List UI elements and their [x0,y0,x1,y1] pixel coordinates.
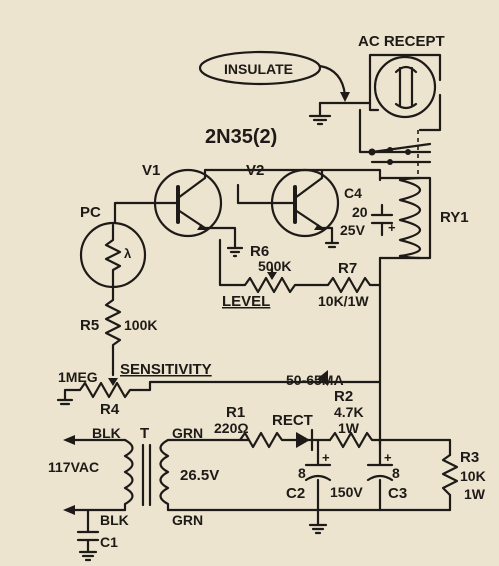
label-v2: V2 [246,162,264,179]
label-r3: R3 [460,449,479,466]
label-blk-bot: BLK [100,512,129,528]
label-r2-watt: 1W [338,420,360,436]
label-plus-b: + [384,450,392,465]
r6-wire [218,238,237,287]
transistor-v1 [153,168,223,238]
label-r3-value: 10K [460,468,486,484]
label-r1-value: 220Ω [214,420,249,436]
capacitor-c2 [304,463,332,482]
photocell-pc [79,221,147,289]
label-c2-cap: 8 [298,465,306,481]
resistor-r2 [328,431,377,449]
label-t: T [140,425,149,442]
relay-contacts [358,108,432,175]
label-c2: C2 [286,485,305,502]
capacitor-c1 [76,530,100,562]
label-grn-bot: GRN [172,512,203,528]
label-26-5v: 26.5V [180,467,219,484]
label-r5-value: 100K [124,317,157,333]
capacitor-c4 [370,203,394,237]
label-r5: R5 [80,317,99,334]
label-blk-top: BLK [92,425,121,441]
insulate-callout [198,50,372,126]
label-lambda: λ [124,246,132,261]
label-r3-watt: 1W [464,486,486,502]
label-c3: C3 [388,485,407,502]
label-transistor-type: 2N35(2) [205,126,277,148]
label-r2-value: 4.7K [334,404,364,420]
label-imeg: 1MEG [58,369,98,385]
label-c1: C1 [100,534,118,550]
transformer-t [123,438,170,512]
label-rect: RECT [272,412,313,429]
label-117vac: 117VAC [48,459,99,475]
label-r7-value: 10K/1W [318,293,369,309]
capacitor-c3 [366,463,394,482]
label-v1: V1 [142,162,160,179]
label-insulate: INSULATE [224,61,293,77]
text-labels: AC RECEPT INSULATE 2N35(2) V1 V2 PC λ C4… [48,33,486,550]
label-level: LEVEL [222,293,270,310]
label-r2: R2 [334,388,353,405]
label-c4-value: 20 [352,204,368,220]
label-c4: C4 [344,185,362,201]
label-grn-top: GRN [172,425,203,441]
label-r4: R4 [100,401,120,418]
label-sensitivity: SENSITIVITY [120,361,212,378]
ac-receptacle [368,53,442,132]
resistor-r5 [104,285,122,377]
resistor-r4 [56,288,382,447]
label-ac-recept: AC RECEPT [358,33,445,50]
label-c3-cap: 8 [392,465,400,481]
label-pc: PC [80,204,101,221]
resistor-r3 [441,453,459,497]
label-r6: R6 [250,243,269,260]
label-ry1: RY1 [440,209,469,226]
resistor-r6 [233,266,322,294]
transistor-wiring [113,168,382,292]
label-c4-plus: + [388,220,396,235]
relay-coil-ry1 [378,176,432,260]
label-150v: 150V [330,484,363,500]
label-r6-value: 500K [258,258,291,274]
label-r1: R1 [226,404,245,421]
label-r7: R7 [338,260,357,277]
rectifier [296,428,314,452]
resistor-r1 [238,431,292,449]
resistor-r7 [318,276,382,294]
label-current: 50-65MA [286,372,344,388]
label-c4-voltage: 25V [340,222,366,238]
current-indicator [318,370,328,386]
label-plus-a: + [322,450,330,465]
